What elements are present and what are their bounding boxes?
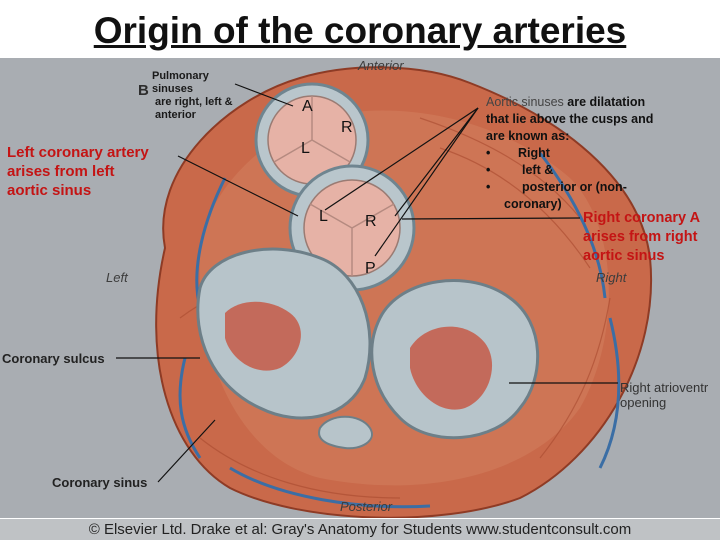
aortic-sinuses-description: Aortic sinuses are dilatation that lie a… bbox=[486, 95, 654, 211]
pulmonary-cusp-left: L bbox=[301, 140, 310, 157]
page-title: Origin of the coronary arteries bbox=[93, 10, 627, 51]
left-label: Left bbox=[106, 270, 128, 285]
left-coronary-artery-label: Left coronary artery arises from left ao… bbox=[7, 144, 149, 199]
anterior-label: Anterior bbox=[358, 58, 404, 73]
right-atrioventricular-opening-label: Right atrioventr opening bbox=[620, 380, 709, 410]
aortic-cusp-posterior: P bbox=[365, 260, 376, 277]
posterior-label: Posterior bbox=[340, 499, 393, 514]
aortic-cusp-right: R bbox=[365, 213, 377, 230]
pulmonary-cusp-right: R bbox=[341, 119, 353, 136]
heart-diagram: B Anterior Posterior Left Right Pulmonar… bbox=[0, 58, 720, 518]
pulmonary-cusp-anterior: A bbox=[302, 98, 313, 115]
figure-letter: B bbox=[138, 82, 149, 99]
pulmonary-sinuses-label: Pulmonary sinuses are right, left & ante… bbox=[152, 70, 233, 121]
coronary-sinus-label: Coronary sinus bbox=[52, 475, 148, 490]
right-label: Right bbox=[596, 270, 627, 285]
coronary-sulcus-label: Coronary sulcus bbox=[2, 351, 105, 366]
right-coronary-artery-label: Right coronary A arises from right aorti… bbox=[583, 210, 701, 264]
heart-illustration bbox=[116, 66, 653, 518]
copyright-footer: © Elsevier Ltd. Drake et al: Gray's Anat… bbox=[0, 519, 720, 540]
aortic-cusp-left: L bbox=[319, 208, 328, 225]
